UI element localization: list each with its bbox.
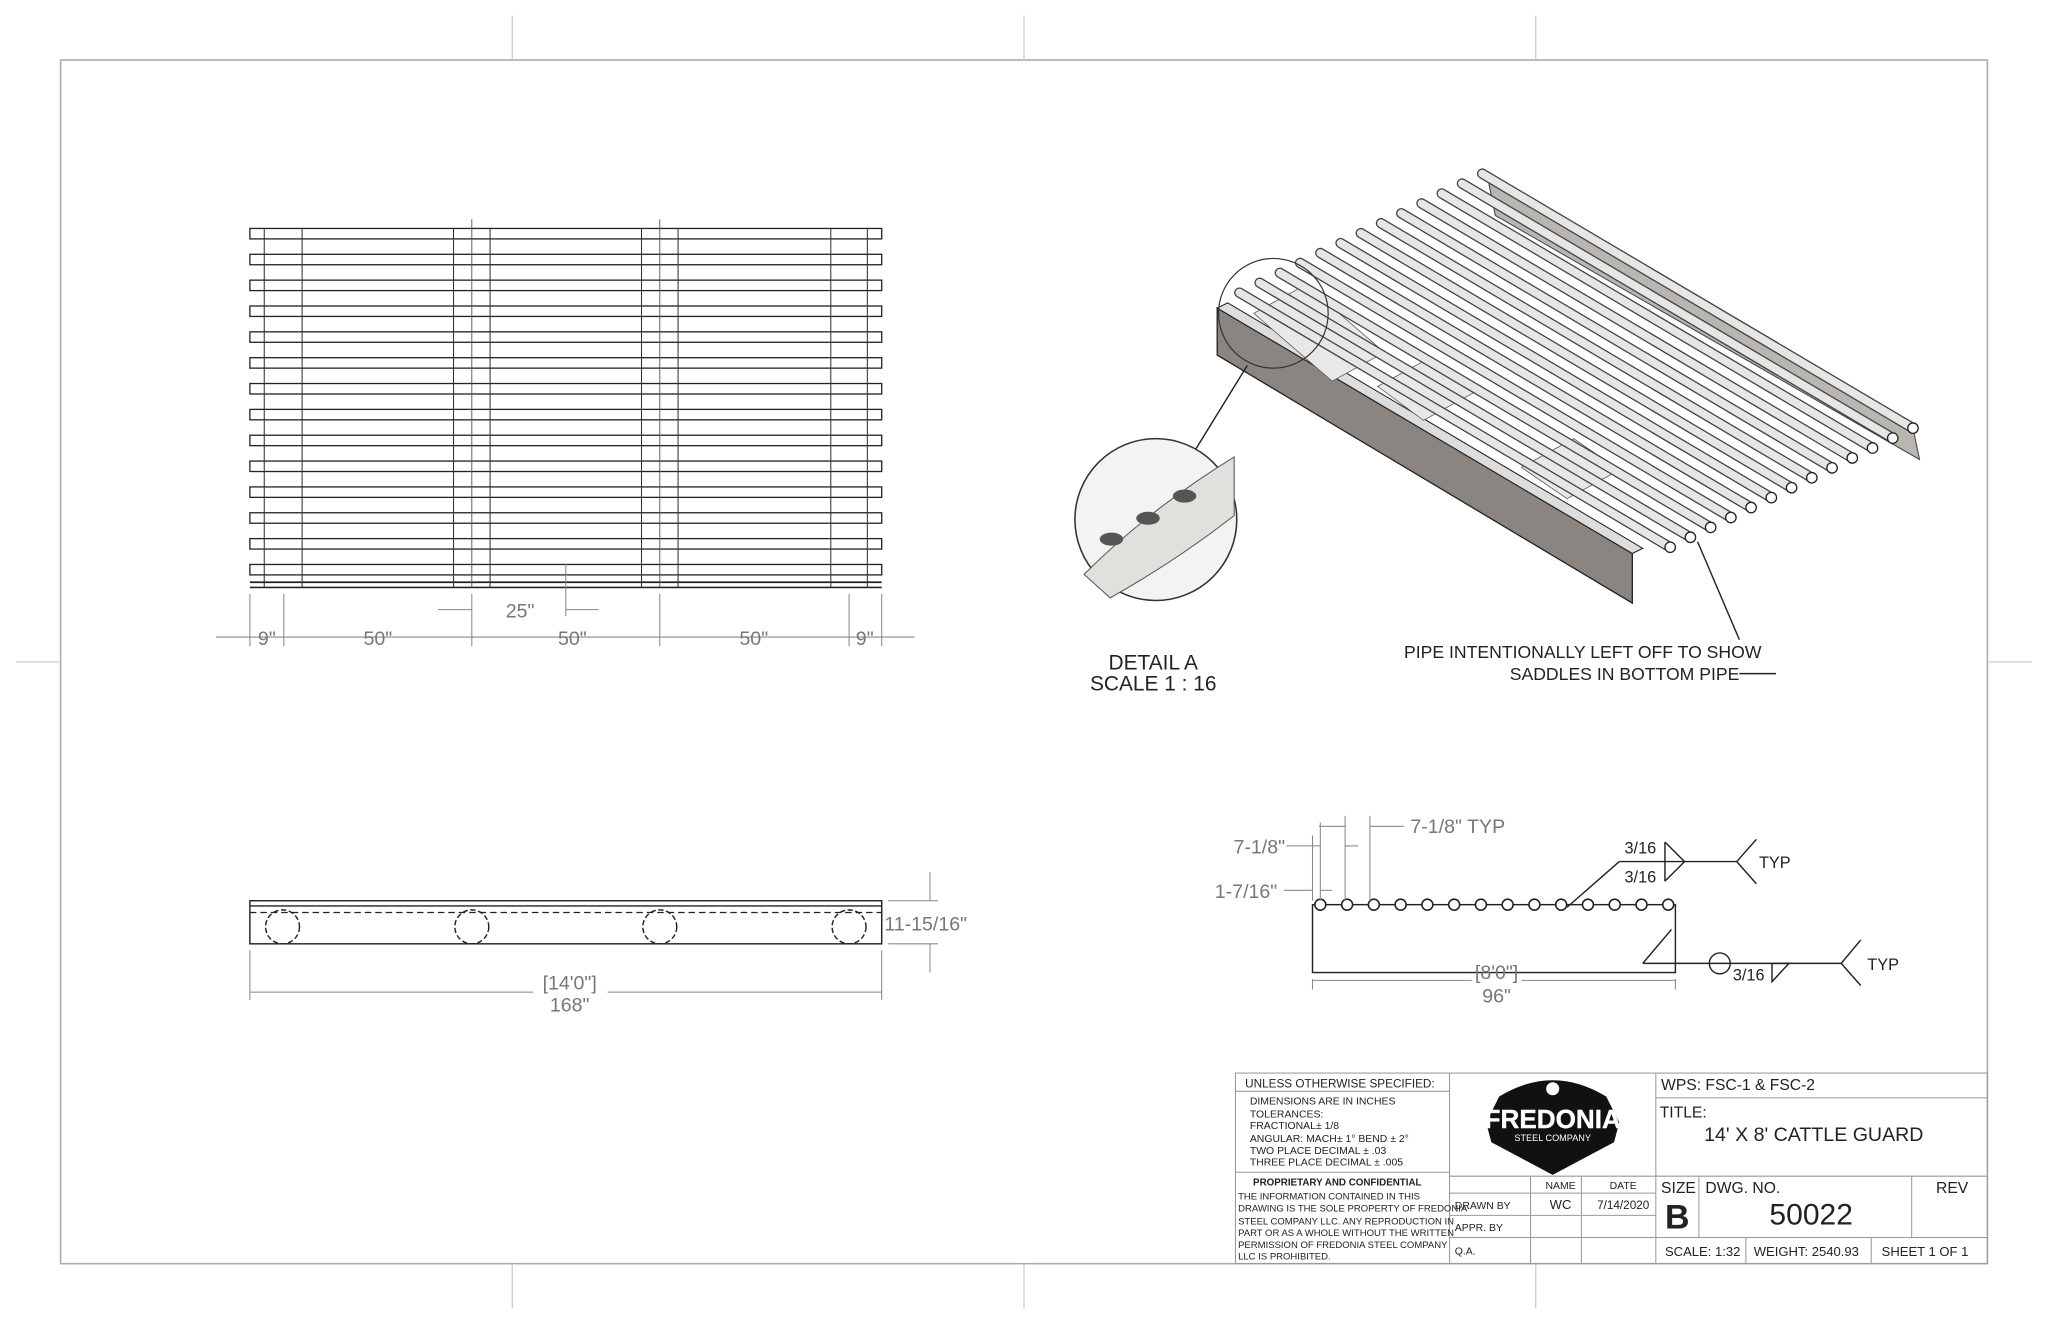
qa-label: Q.A. bbox=[1455, 1247, 1476, 1258]
title-label: TITLE: bbox=[1660, 1104, 1707, 1121]
drawn-by-date: 7/14/2020 bbox=[1597, 1199, 1650, 1212]
top-view bbox=[249, 219, 883, 589]
pipe-section bbox=[1661, 898, 1675, 911]
col-name-header: NAME bbox=[1545, 1181, 1575, 1192]
pipe-plan bbox=[249, 279, 883, 292]
tolerance-line: FRACTIONAL± 1/8 bbox=[1250, 1121, 1339, 1132]
pipe-plan bbox=[249, 227, 883, 240]
weld-top: 3/16 bbox=[1624, 840, 1656, 858]
dim-spacing: 7-1/8" bbox=[1234, 837, 1286, 859]
weight: WEIGHT: 2540.93 bbox=[1754, 1244, 1859, 1259]
drawing-title: 14' X 8' CATTLE GUARD bbox=[1704, 1124, 1923, 1146]
proprietary-line: STEEL COMPANY LLC. ANY REPRODUCTION IN bbox=[1238, 1216, 1454, 1227]
pipe-plan bbox=[249, 460, 883, 473]
drawn-by-label: DRAWN BY bbox=[1455, 1201, 1511, 1212]
pipe-plan bbox=[249, 331, 883, 343]
pipe-plan bbox=[249, 357, 883, 369]
proprietary-line: PART OR AS A WHOLE WITHOUT THE WRITTEN bbox=[1238, 1228, 1454, 1239]
fredonia-logo: FREDONIA STEEL COMPANY bbox=[1484, 1080, 1621, 1175]
pipe-plan bbox=[249, 408, 883, 421]
pipe-section bbox=[1394, 898, 1407, 911]
pipe-section bbox=[1608, 898, 1621, 911]
pipe-section bbox=[1635, 898, 1648, 911]
pipe-section bbox=[1421, 898, 1434, 911]
pipe-plan bbox=[249, 382, 883, 395]
dwg-no-label: DWG. NO. bbox=[1705, 1180, 1780, 1197]
tolerance-line: TWO PLACE DECIMAL ± .03 bbox=[1250, 1146, 1387, 1157]
tolerance-line: ANGULAR: MACH± 1° BEND ± 2° bbox=[1250, 1134, 1409, 1145]
pipe-section bbox=[1474, 898, 1488, 911]
dim-end-right: 9" bbox=[856, 628, 874, 650]
drawn-by-name: WC bbox=[1550, 1197, 1572, 1212]
svg-text:FREDONIA: FREDONIA bbox=[1485, 1104, 1621, 1134]
typ-label-2: TYP bbox=[1867, 956, 1899, 974]
weld-side: 3/16 bbox=[1733, 966, 1765, 984]
pipe-section bbox=[1581, 898, 1595, 911]
drawing-number: 50022 bbox=[1769, 1198, 1852, 1231]
proprietary-line: PERMISSION OF FREDONIA STEEL COMPANY bbox=[1238, 1240, 1448, 1251]
dim-offset: 1-7/16" bbox=[1215, 881, 1278, 903]
weld-bottom: 3/16 bbox=[1624, 868, 1656, 886]
pipe-plan bbox=[249, 512, 883, 524]
wps: WPS: FSC-1 & FSC-2 bbox=[1661, 1077, 1815, 1094]
proprietary-line: THE INFORMATION CONTAINED IN THIS bbox=[1238, 1192, 1420, 1203]
title-block: UNLESS OTHERWISE SPECIFIED: DIMENSIONS A… bbox=[1234, 1072, 1988, 1265]
svg-text:STEEL COMPANY: STEEL COMPANY bbox=[1514, 1133, 1591, 1143]
detail-scale: SCALE 1 : 16 bbox=[1090, 673, 1216, 696]
dim-end-left: 9" bbox=[258, 628, 276, 650]
sheet-number: SHEET 1 OF 1 bbox=[1882, 1244, 1969, 1259]
pipe-plan bbox=[249, 305, 883, 318]
pipe-section bbox=[1528, 898, 1541, 911]
dim-height: 11-15/16" bbox=[884, 914, 967, 936]
zone-ticks bbox=[16, 15, 2032, 1309]
detail-label: DETAIL A bbox=[1109, 652, 1198, 675]
isometric-view: PIPE INTENTIONALLY LEFT OFF TO SHOW SADD… bbox=[1074, 168, 1921, 696]
side-view: 11-15/16" [14'0"] 168" bbox=[249, 872, 967, 1017]
dim-half-span: 25" bbox=[506, 600, 535, 622]
proprietary-line: LLC IS PROHIBITED. bbox=[1238, 1252, 1331, 1263]
sheet-size: B bbox=[1665, 1198, 1690, 1236]
scale: SCALE: 1:32 bbox=[1665, 1244, 1740, 1259]
pipe-array bbox=[1234, 168, 1919, 554]
pipe-section bbox=[1340, 898, 1354, 911]
pipe-section bbox=[1314, 898, 1327, 911]
dim-span-2: 50" bbox=[558, 628, 587, 650]
dim-span-1: 50" bbox=[363, 628, 392, 650]
tolerance-line: THREE PLACE DECIMAL ± .005 bbox=[1250, 1158, 1403, 1169]
pipe-plan bbox=[249, 253, 883, 266]
pipe-section bbox=[1447, 898, 1461, 911]
pipe-plan bbox=[249, 486, 883, 499]
proprietary-line: DRAWING IS THE SOLE PROPERTY OF FREDONIA bbox=[1238, 1203, 1468, 1214]
pipe-plan bbox=[249, 434, 883, 447]
dim-spacing-typ: 7-1/8" TYP bbox=[1410, 816, 1505, 838]
col-date-header: DATE bbox=[1610, 1181, 1637, 1192]
detail-a-callout bbox=[1217, 257, 1329, 369]
pipe-section bbox=[1554, 898, 1568, 911]
rev-label: REV bbox=[1936, 1180, 1969, 1197]
tolerance-line: TOLERANCES: bbox=[1250, 1109, 1323, 1120]
dim-length-in: 168" bbox=[550, 995, 590, 1017]
dim-width-in: 96" bbox=[1482, 986, 1511, 1008]
pipe-plan bbox=[249, 537, 883, 550]
size-label: SIZE bbox=[1661, 1180, 1696, 1197]
dim-span-3: 50" bbox=[739, 628, 768, 650]
proprietary-heading: PROPRIETARY AND CONFIDENTIAL bbox=[1253, 1177, 1421, 1188]
note-line-1: PIPE INTENTIONALLY LEFT OFF TO SHOW bbox=[1404, 642, 1762, 662]
end-view: 7-1/8" TYP 7-1/8" 1-7/16" 3/16 3/16 TYP … bbox=[1215, 816, 1899, 1008]
unless-specified: UNLESS OTHERWISE SPECIFIED: bbox=[1245, 1077, 1435, 1090]
tolerance-line: DIMENSIONS ARE IN INCHES bbox=[1250, 1096, 1396, 1107]
pipe-section bbox=[1501, 898, 1514, 911]
pipe-section bbox=[1367, 898, 1381, 911]
dim-length-ft: [14'0"] bbox=[543, 973, 597, 995]
note-line-2: SADDLES IN BOTTOM PIPE bbox=[1510, 664, 1740, 684]
top-view-dimensions: 9" 50" 50" 50" 9" 25" bbox=[215, 563, 915, 650]
typ-label-1: TYP bbox=[1759, 854, 1791, 872]
dim-width-ft: [8'0"] bbox=[1475, 962, 1518, 984]
approved-by-label: APPR. BY bbox=[1455, 1223, 1503, 1234]
